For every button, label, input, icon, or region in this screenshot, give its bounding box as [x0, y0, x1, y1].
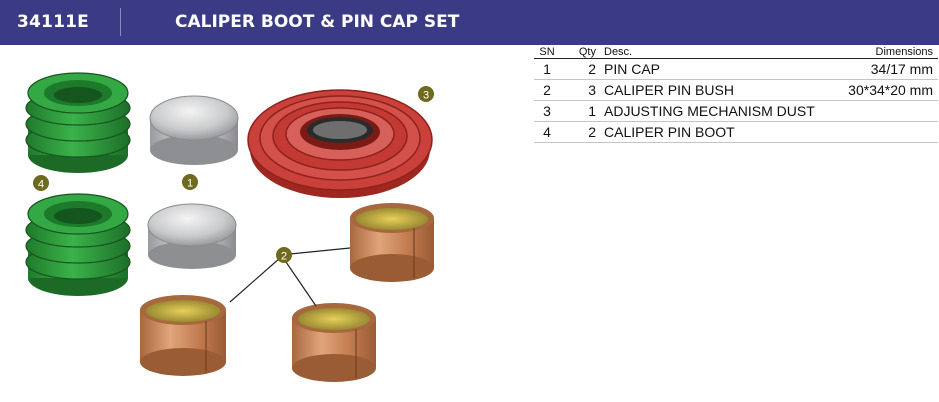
table-row: 3 1 ADJUSTING MECHANISM DUST — [534, 100, 938, 122]
column-header-qty: Qty — [560, 44, 602, 59]
svg-text:2: 2 — [281, 251, 287, 263]
title-bar: 34111E CALIPER BOOT & PIN CAP SET — [0, 0, 939, 45]
callout-2-leaders — [229, 247, 351, 307]
callout-badge-4: 4 — [33, 175, 49, 191]
adjusting-mechanism-dust-seal — [247, 89, 433, 198]
callout-badge-1: 1 — [182, 174, 198, 190]
svg-text:1: 1 — [187, 178, 193, 190]
table-row: 1 2 PIN CAP 34/17 mm — [534, 58, 938, 80]
table-row: 2 3 CALIPER PIN BUSH 30*34*20 mm — [534, 79, 938, 101]
caliper-pin-bush-middle — [292, 303, 376, 382]
product-title: CALIPER BOOT & PIN CAP SET — [175, 12, 460, 32]
parts-table: SN Qty Desc. Dimensions 1 2 PIN CAP 34/1… — [534, 44, 938, 143]
svg-text:3: 3 — [423, 90, 429, 102]
cell-dimensions: 34/17 mm — [837, 58, 938, 80]
cell-sn: 4 — [534, 121, 560, 143]
header-divider — [120, 8, 121, 36]
cell-desc: PIN CAP — [602, 58, 838, 80]
cell-desc: CALIPER PIN BOOT — [602, 121, 838, 143]
column-header-dimensions: Dimensions — [837, 44, 938, 59]
product-photo: 1 2 3 4 — [25, 72, 434, 382]
pin-cap-lower — [147, 203, 237, 269]
parts-table-header: SN Qty Desc. Dimensions — [534, 44, 938, 59]
caliper-pin-bush-right — [350, 203, 434, 282]
cell-qty: 3 — [560, 79, 602, 101]
cell-desc: CALIPER PIN BUSH — [602, 79, 838, 101]
cell-qty: 1 — [560, 100, 602, 122]
pin-cap-upper — [149, 95, 239, 165]
svg-text:4: 4 — [38, 179, 44, 191]
callout-badge-3: 3 — [418, 86, 434, 102]
cell-dimensions — [837, 121, 938, 143]
cell-sn: 3 — [534, 100, 560, 122]
callout-badge-2: 2 — [276, 247, 292, 263]
cell-qty: 2 — [560, 121, 602, 143]
cell-dimensions: 30*34*20 mm — [837, 79, 938, 101]
cell-sn: 2 — [534, 79, 560, 101]
caliper-pin-boot-lower — [25, 193, 131, 296]
cell-qty: 2 — [560, 58, 602, 80]
column-header-desc: Desc. — [602, 44, 838, 59]
cell-desc: ADJUSTING MECHANISM DUST — [602, 100, 838, 122]
part-number: 34111E — [17, 12, 89, 32]
caliper-pin-boot-upper — [25, 72, 131, 173]
table-row: 4 2 CALIPER PIN BOOT — [534, 121, 938, 143]
cell-dimensions — [837, 100, 938, 122]
cell-sn: 1 — [534, 58, 560, 80]
caliper-pin-bush-left — [140, 295, 226, 376]
column-header-sn: SN — [534, 44, 560, 59]
